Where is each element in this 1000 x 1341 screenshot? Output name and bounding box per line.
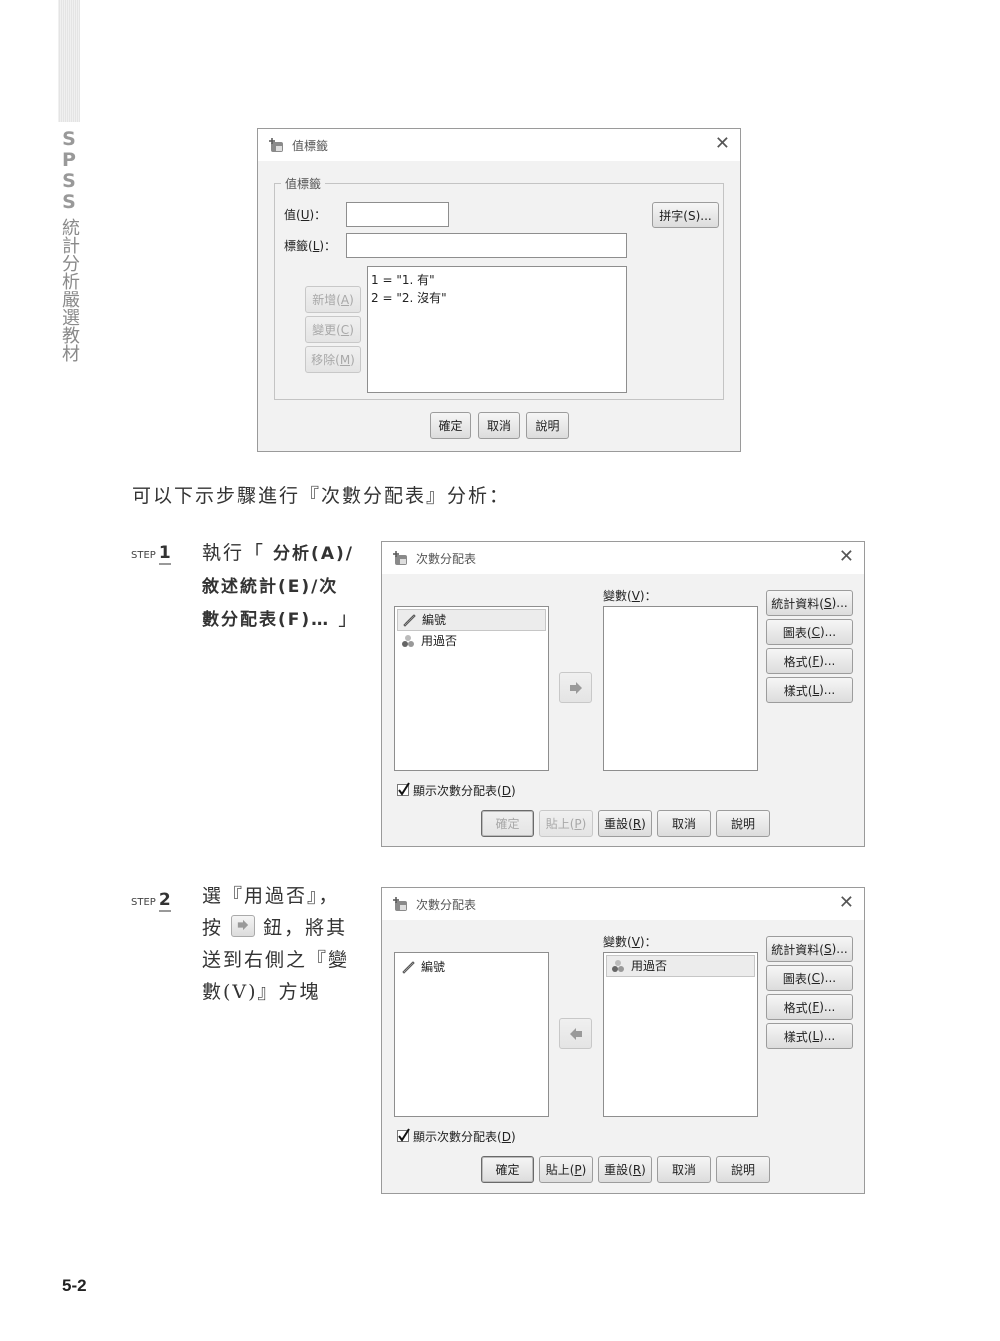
value-field-label: 值(U)： — [284, 208, 327, 222]
reset-button[interactable]: 重設(R) — [598, 1156, 652, 1183]
dialog-title: 次數分配表 — [416, 898, 477, 912]
spss-app-icon — [393, 551, 407, 565]
dialog-titlebar: 值標籤 ✕ — [258, 129, 740, 161]
help-button[interactable]: 說明 — [716, 810, 770, 837]
target-variable-list[interactable]: 用過否 — [603, 952, 758, 1117]
close-icon[interactable]: ✕ — [714, 133, 730, 154]
side-decor-stripe — [58, 0, 80, 122]
value-input[interactable] — [346, 202, 449, 227]
value-labels-dialog: 值標籤 ✕ 值標籤 值(U)： 拼字(S)... 標籤(L)： 新增(A) 變更… — [257, 128, 741, 452]
format-button[interactable]: 格式(F)... — [766, 994, 853, 1020]
help-button[interactable]: 說明 — [526, 412, 569, 439]
display-frequency-tables-checkbox[interactable] — [397, 1128, 410, 1142]
step-text-line: 數分配表(F)… 」 — [202, 608, 360, 630]
ok-button[interactable]: 確定 — [481, 1156, 534, 1183]
page-number: 5-2 — [62, 1276, 87, 1295]
arrow-right-icon — [569, 681, 582, 694]
dialog-title: 值標籤 — [292, 139, 329, 153]
spss-app-icon — [393, 897, 407, 911]
reset-button[interactable]: 重設(R) — [598, 810, 652, 837]
paste-button[interactable]: 貼上(P) — [539, 810, 593, 837]
list-item[interactable]: 用過否 — [397, 631, 546, 651]
nominal-balls-icon — [612, 960, 624, 972]
value-labels-group: 值標籤 — [274, 175, 724, 400]
checkmark-icon — [398, 1128, 410, 1142]
style-button[interactable]: 樣式(L)... — [766, 677, 853, 703]
ruler-scale-icon — [402, 961, 415, 974]
dialog-titlebar: 次數分配表 ✕ — [382, 542, 864, 574]
target-variable-list[interactable] — [603, 606, 758, 771]
close-icon[interactable]: ✕ — [838, 546, 854, 567]
label-field-label: 標籤(L)： — [284, 239, 337, 253]
ok-button[interactable]: 確定 — [481, 810, 534, 837]
step-text-line: 按 鈕，將其 — [202, 915, 348, 939]
cancel-button[interactable]: 取消 — [657, 810, 711, 837]
intro-paragraph: 可以下示步驟進行『次數分配表』分析： — [132, 485, 511, 507]
list-item[interactable]: 用過否 — [606, 955, 755, 977]
variables-label: 變數(V)： — [603, 589, 657, 603]
arrow-right-icon — [237, 919, 249, 931]
list-item[interactable]: 編號 — [397, 609, 546, 631]
spss-app-icon — [269, 138, 283, 152]
ruler-scale-icon — [403, 614, 416, 627]
move-right-arrow-button[interactable] — [559, 672, 592, 703]
step-1-text: 執行「 分析(A)/ 敘述統計(E)/次 數分配表(F)… 」 — [202, 537, 362, 636]
variables-label: 變數(V)： — [603, 935, 657, 949]
step-text-line: 選『用過否』， — [202, 885, 340, 907]
statistics-button[interactable]: 統計資料(S)... — [766, 936, 853, 962]
frequencies-dialog-step1: 次數分配表 ✕ 編號 用過否 變數(V)： 統計資料(S)... 圖表(C)..… — [381, 541, 865, 847]
series-title-zh: 統計分析嚴選教材 — [59, 218, 80, 362]
book-series-title: SPSS 統計分析嚴選教材 — [58, 128, 80, 362]
value-labels-list[interactable]: 1 = "1. 有" 2 = "2. 沒有" — [367, 266, 627, 393]
change-button[interactable]: 變更(C) — [305, 316, 361, 343]
list-item[interactable]: 1 = "1. 有" — [371, 273, 435, 287]
step-text-line: 數(V)』方塊 — [202, 981, 321, 1003]
step-2-text: 選『用過否』， 按 鈕，將其 送到右側之『變 數(V)』方塊 — [202, 880, 362, 1008]
dialog-title: 次數分配表 — [416, 552, 477, 566]
paste-button[interactable]: 貼上(P) — [539, 1156, 593, 1183]
move-left-arrow-button[interactable] — [559, 1018, 592, 1049]
close-icon[interactable]: ✕ — [838, 892, 854, 913]
source-variable-list[interactable]: 編號 用過否 — [394, 606, 549, 771]
step-text-line: 敘述統計(E)/次 — [202, 577, 339, 597]
list-item[interactable]: 編號 — [397, 957, 546, 977]
checkbox-label: 顯示次數分配表(D) — [413, 1130, 516, 1144]
charts-button[interactable]: 圖表(C)... — [766, 965, 853, 991]
help-button[interactable]: 說明 — [716, 1156, 770, 1183]
format-button[interactable]: 格式(F)... — [766, 648, 853, 674]
dialog-titlebar: 次數分配表 ✕ — [382, 888, 864, 920]
style-button[interactable]: 樣式(L)... — [766, 1023, 853, 1049]
ok-button[interactable]: 確定 — [430, 412, 471, 439]
frequencies-dialog-step2: 次數分配表 ✕ 編號 變數(V)： 用過否 統計資料(S)... 圖表(C)..… — [381, 887, 865, 1194]
spelling-button[interactable]: 拼字(S)... — [652, 202, 719, 228]
checkbox-label: 顯示次數分配表(D) — [413, 784, 516, 798]
source-variable-list[interactable]: 編號 — [394, 952, 549, 1117]
cancel-button[interactable]: 取消 — [657, 1156, 711, 1183]
arrow-left-icon — [569, 1027, 582, 1040]
list-item[interactable]: 2 = "2. 沒有" — [371, 291, 447, 305]
step-text-line: 送到右側之『變 — [202, 949, 350, 971]
checkmark-icon — [398, 782, 410, 796]
inline-move-button-image — [231, 915, 256, 937]
series-title-en: SPSS — [58, 128, 80, 212]
group-legend: 值標籤 — [281, 175, 326, 192]
charts-button[interactable]: 圖表(C)... — [766, 619, 853, 645]
cancel-button[interactable]: 取消 — [478, 412, 520, 439]
label-input[interactable] — [346, 233, 627, 258]
add-button[interactable]: 新增(A) — [305, 286, 361, 313]
statistics-button[interactable]: 統計資料(S)... — [766, 590, 853, 616]
nominal-balls-icon — [402, 635, 414, 647]
display-frequency-tables-checkbox[interactable] — [397, 782, 410, 796]
step-text-line: 執行「 分析(A)/ — [202, 542, 354, 564]
remove-button[interactable]: 移除(M) — [305, 346, 361, 373]
